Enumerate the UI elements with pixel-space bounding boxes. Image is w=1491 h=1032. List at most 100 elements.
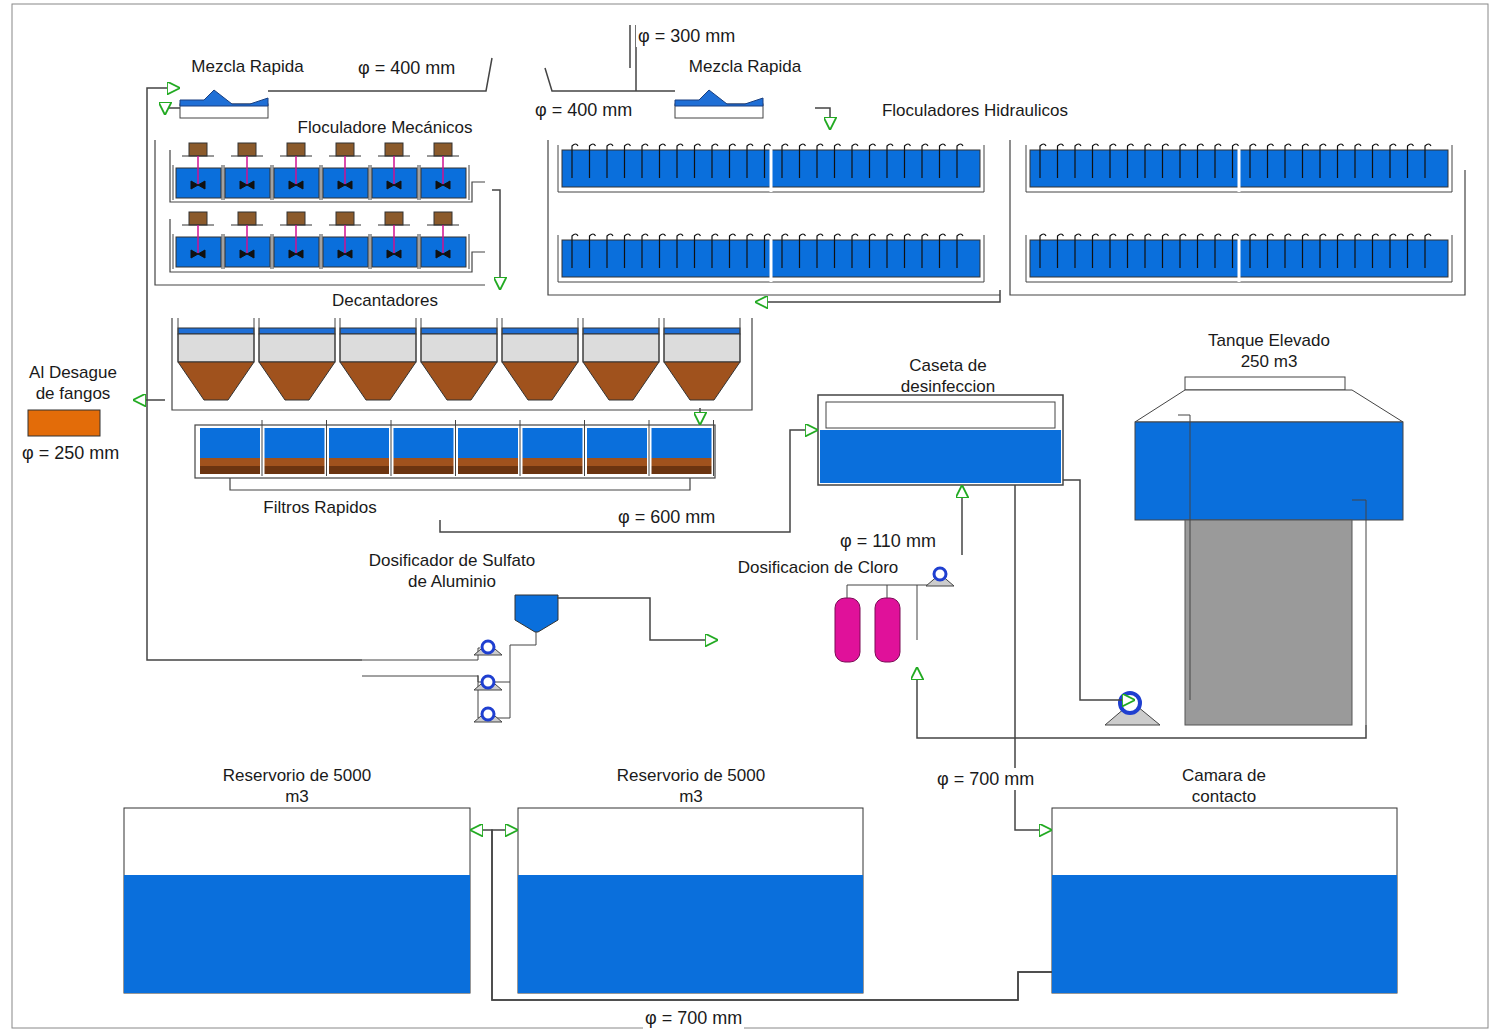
filter-wall [713,420,714,476]
baffle [1110,144,1116,178]
decanter-plates [178,334,254,362]
channel-divider [770,235,773,282]
flocculator-shaft [197,225,199,254]
pipe-connector [470,830,1052,1000]
filter-water [394,428,454,458]
reservoir-tank [124,808,1397,993]
baffle [817,144,823,178]
alum-doser [482,641,494,653]
flocculator-motor [238,143,256,156]
baffle [1075,144,1081,178]
baffle [1128,234,1134,268]
baffle [677,234,683,268]
pipe-diameter: φ = 300 mm [636,25,737,47]
baffle [1373,234,1379,268]
decanter-plates [259,334,335,362]
decanter-wall [340,318,416,362]
disinfection-house [826,402,1055,428]
node-label: Floculadores Hidraulicos [845,100,1105,121]
flocculator-paddle [240,181,254,189]
baffle [695,234,701,268]
flocculator-frame [155,140,485,285]
reservoir-tank [124,808,470,993]
flocculator-shaft [344,225,346,254]
baffle [1058,144,1064,178]
baffle [1215,144,1221,178]
baffle [782,144,788,178]
decanter-hopper [664,362,740,400]
decanter-wall [259,318,335,362]
node-label: Floculadore Mecánicos [280,117,490,138]
disinfection-house [818,395,1063,485]
baffle [1338,144,1344,178]
flocculator-shaft [393,225,395,254]
disinfection-house [818,395,1063,485]
filter-sand [200,458,260,466]
frame [12,4,1488,1028]
flocculator-shaft [246,156,248,185]
flocculator-motor [287,212,305,225]
flocculator-motor [336,143,354,156]
baffle [800,234,806,268]
channel-divider [1238,235,1241,282]
baffle [957,144,963,178]
elevated-tank [1178,415,1366,725]
reservoir: Reservorio de 5000 m3 [124,765,470,993]
reservoir-tank [1052,808,1397,993]
decanter-wall [583,318,659,362]
node-label: Caseta de desinfeccion [878,355,1018,397]
baffle [1285,144,1291,178]
filter-gravel [265,466,325,474]
chlorine-cylinders [875,598,900,662]
pipe-connector [699,408,701,425]
alum-doser [474,643,502,722]
baffle [1128,144,1134,178]
decanter-plates [340,334,416,362]
baffle [1215,234,1221,268]
pipe-connector [961,485,963,555]
baffle [1180,144,1186,178]
baffle [1110,234,1116,268]
alum-doser [515,595,558,632]
decanter-hopper [178,362,254,400]
filter-water [329,428,389,458]
chlorine-doser: Dosificacion de Cloro [718,555,968,667]
flocculator-paddle [191,181,205,189]
decanter-hopper [583,362,659,400]
decanter-wall [664,318,740,362]
decanter-water [340,328,416,334]
baffle [1093,144,1099,178]
flocculator-paddle [436,181,450,189]
flocculator-shaft [442,156,444,185]
filter-water [652,428,712,458]
contact-chamber: Camara de contacto [1052,765,1397,993]
baffle [765,144,771,178]
filter-frame [230,478,690,490]
decanter-plates [664,334,740,362]
baffle [1338,234,1344,268]
decanter-water [178,328,254,334]
pipe-connector [557,598,718,640]
baffle [870,144,876,178]
pipe-diameter: φ = 110 mm [838,530,938,552]
pipe-diameter: φ = 400 mm [356,57,457,79]
node-label: Dosificador de Sulfato de Aluminio [362,550,542,592]
pipe-diameter: φ = 700 mm [643,1007,744,1029]
mixing-basin: Mezcla Rapida [180,56,315,122]
baffle [1408,234,1414,268]
hydraulic-wall [558,145,984,192]
flocculator-motor [238,212,256,225]
hydraulic-wall [1026,235,1452,282]
pipe-connector [917,667,1366,738]
baffle [1390,234,1396,268]
baffle [730,144,736,178]
baffle [782,234,788,268]
baffle [940,234,946,268]
filter-sand [265,458,325,466]
baffle [1058,234,1064,268]
frame [12,4,1488,1028]
decanter-plates [583,334,659,362]
baffle [1075,234,1081,268]
decanter-water [502,328,578,334]
pipe-connector [492,190,500,290]
